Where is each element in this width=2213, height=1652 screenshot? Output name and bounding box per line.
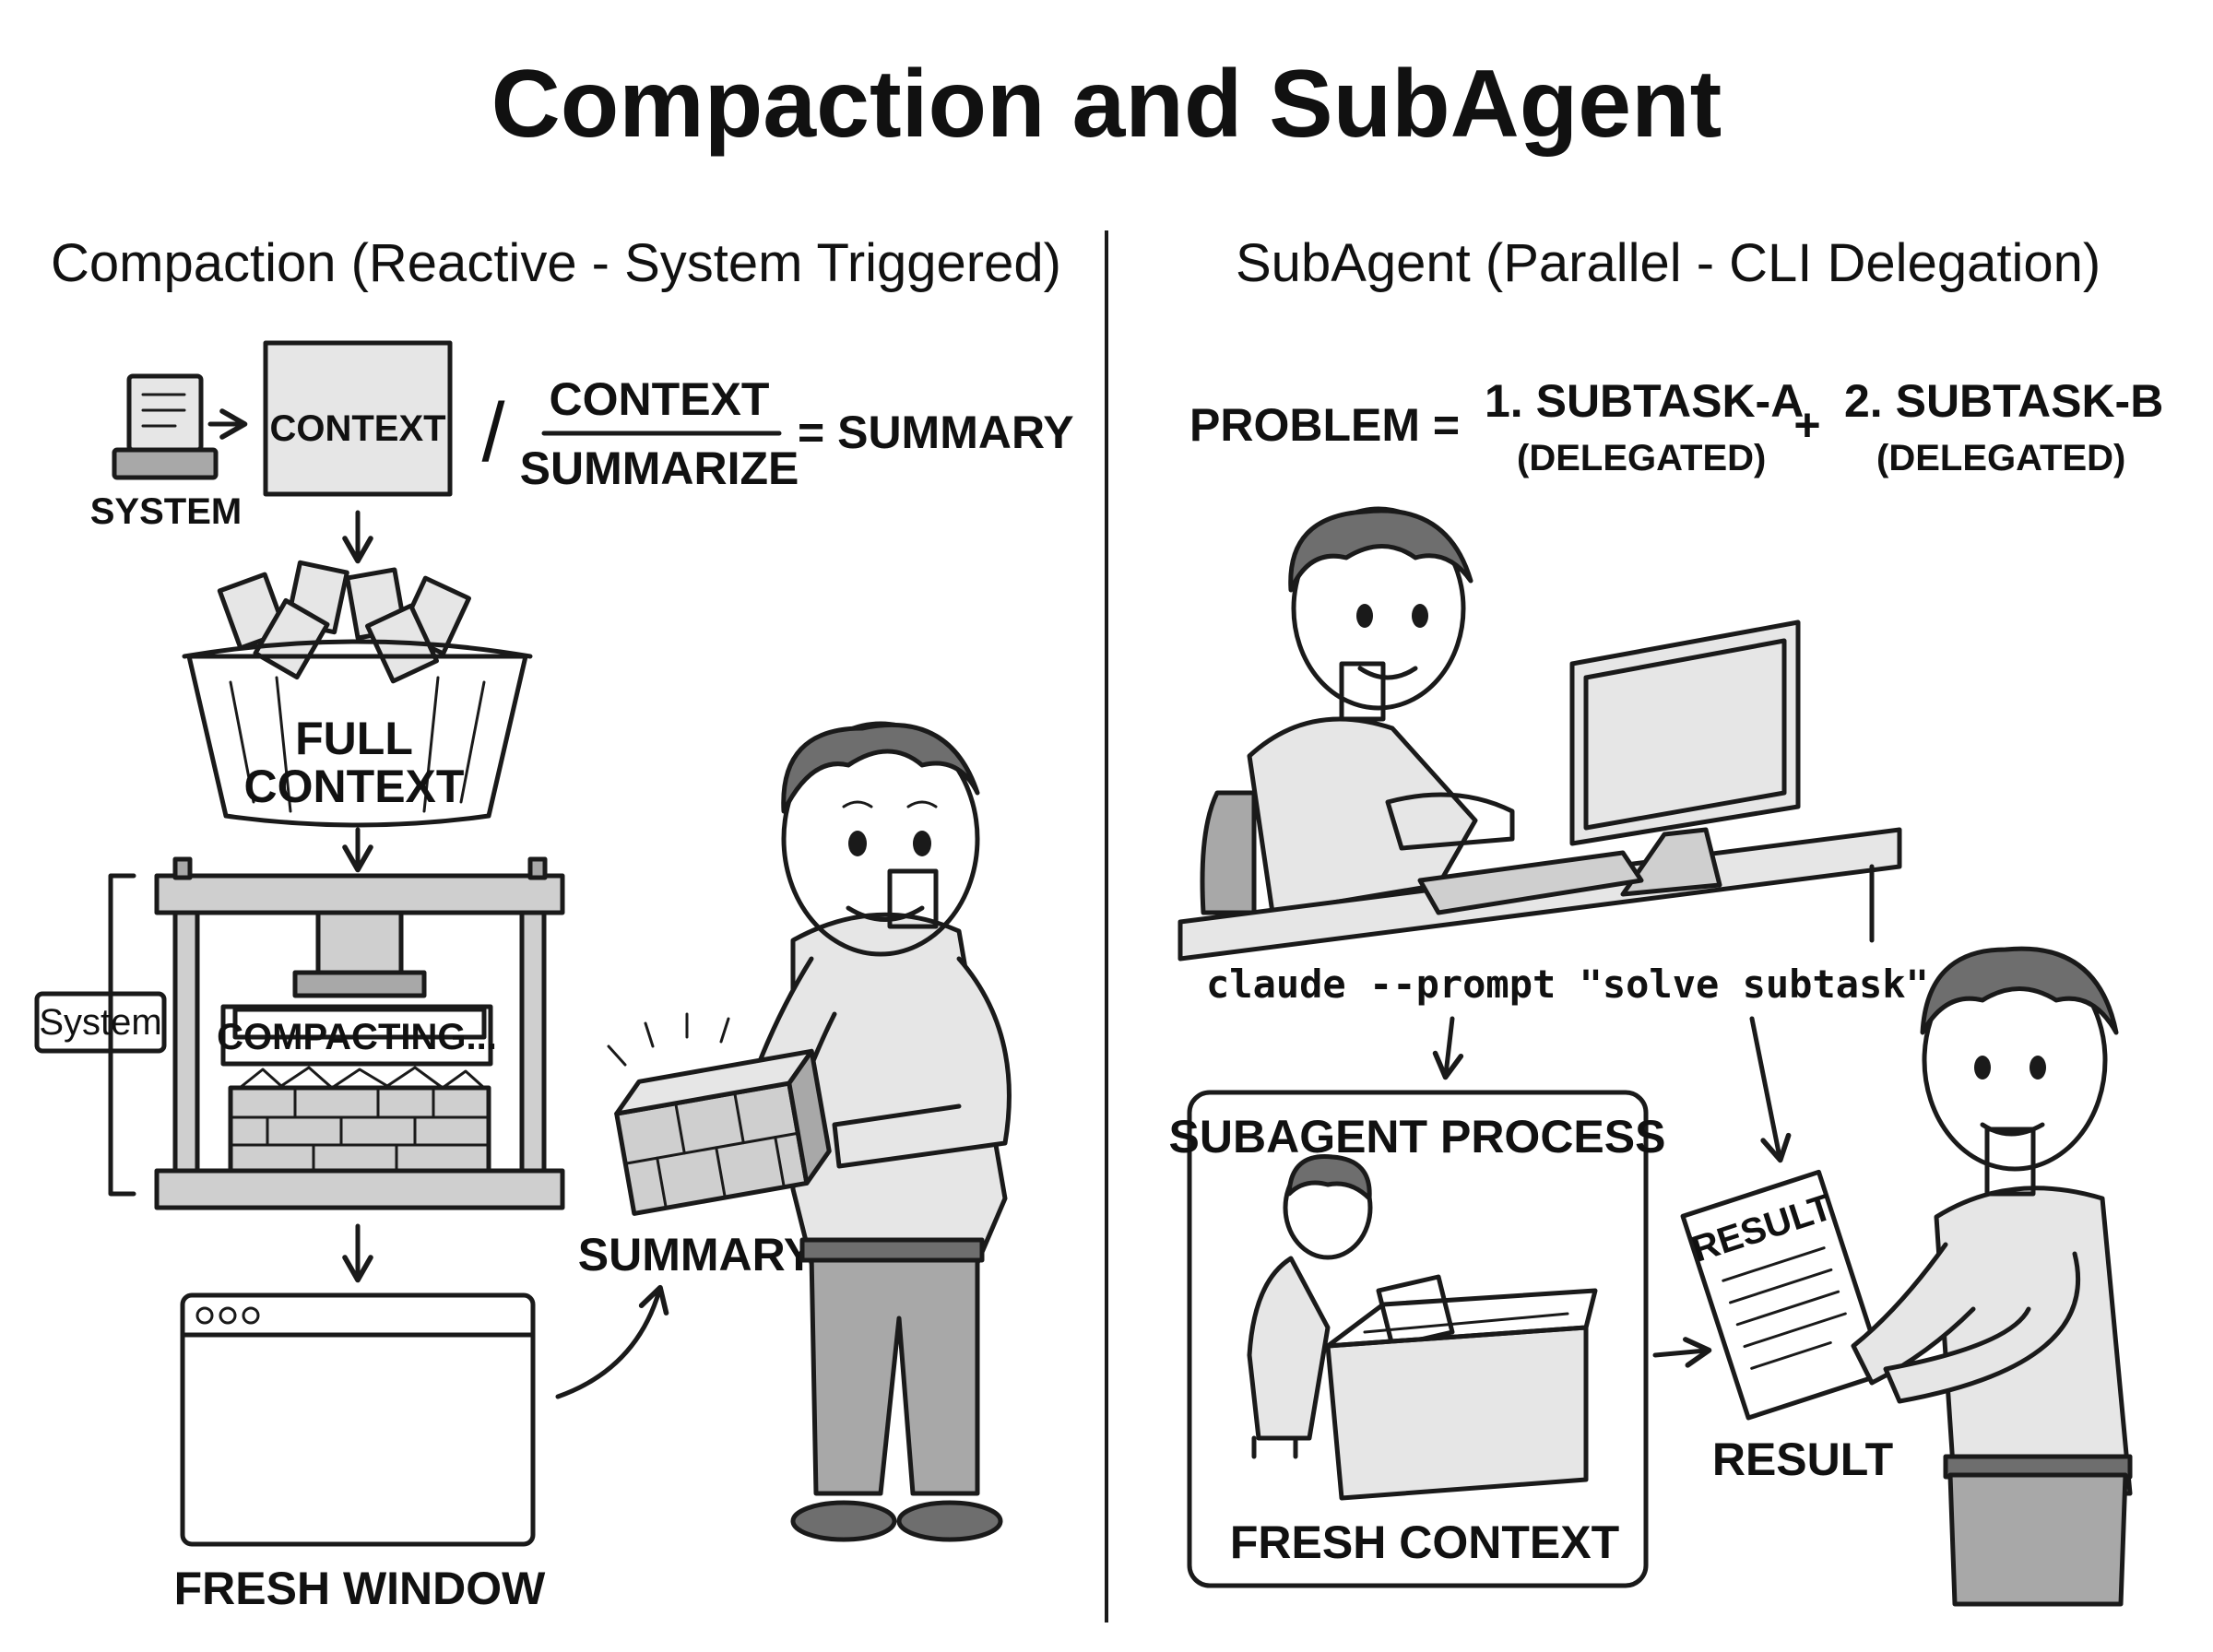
subagent-process-title: SUBAGENT PROCESS xyxy=(1169,1111,1666,1162)
basket-label-line1: FULL xyxy=(295,713,413,764)
result-paper-illustration xyxy=(1680,1169,1888,1421)
page-title: Compaction and SubAgent xyxy=(491,51,1722,158)
fraction-denominator: SUMMARIZE xyxy=(520,442,799,494)
person-holding-result-illustration xyxy=(1851,946,2133,1607)
context-box-label: CONTEXT xyxy=(269,408,445,449)
result-label: RESULT xyxy=(1712,1434,1893,1485)
summary-label: SUMMARY xyxy=(578,1229,814,1280)
fraction-numerator: CONTEXT xyxy=(550,373,770,425)
context-box xyxy=(263,340,453,497)
compacting-press-illustration xyxy=(154,856,565,1210)
subagent-process-footer: FRESH CONTEXT xyxy=(1230,1516,1619,1568)
command-to-process-arrow xyxy=(1432,1016,1464,1080)
fresh-window xyxy=(180,1292,536,1547)
window-dot-2 xyxy=(219,1306,237,1325)
basket-label-line2: CONTEXT xyxy=(244,761,465,812)
subagent-process-box xyxy=(1187,1090,1649,1588)
command-to-result-arrow xyxy=(1749,1016,1792,1163)
compacting-label: COMPACTING... xyxy=(217,1017,497,1057)
fresh-window-label: FRESH WINDOW xyxy=(174,1563,547,1614)
cli-command: claude --prompt "solve subtask" xyxy=(1206,962,1929,1007)
problem-label: PROBLEM = xyxy=(1189,399,1460,451)
system-label: SYSTEM xyxy=(90,491,242,532)
left-heading: Compaction (Reactive - System Triggered) xyxy=(51,233,1061,293)
subtask-b-note: (DELEGATED) xyxy=(1876,438,2125,478)
subtask-a-note: (DELEGATED) xyxy=(1517,438,1766,478)
right-heading: SubAgent (Parallel - CLI Delegation) xyxy=(1236,233,2101,293)
person-holding-summary-illustration xyxy=(607,721,1012,1542)
paper-result-label: RESULT xyxy=(1687,1186,1838,1269)
system-icon xyxy=(112,373,219,480)
subtask-b-label: 2. SUBTASK-B xyxy=(1844,375,2163,427)
window-to-summary-arrow xyxy=(555,1284,669,1399)
window-dot-1 xyxy=(195,1306,214,1325)
plus-sign: + xyxy=(1793,399,1820,451)
window-dot-3 xyxy=(242,1306,260,1325)
compacting-label-box xyxy=(220,1004,493,1067)
person-at-computer-illustration xyxy=(1178,506,1902,962)
system-bracket xyxy=(108,873,136,1197)
formula-result: = SUMMARY xyxy=(798,407,1074,458)
system-bracket-label-box xyxy=(34,991,167,1054)
process-to-result-arrow xyxy=(1652,1337,1712,1368)
system-bracket-label: System xyxy=(39,1002,161,1043)
formula-slash: / xyxy=(481,387,504,479)
subagent-filing-illustration xyxy=(1247,1154,1598,1501)
subtask-a-label: 1. SUBTASK-A xyxy=(1485,375,1804,427)
full-context-basket-illustration xyxy=(182,560,533,828)
